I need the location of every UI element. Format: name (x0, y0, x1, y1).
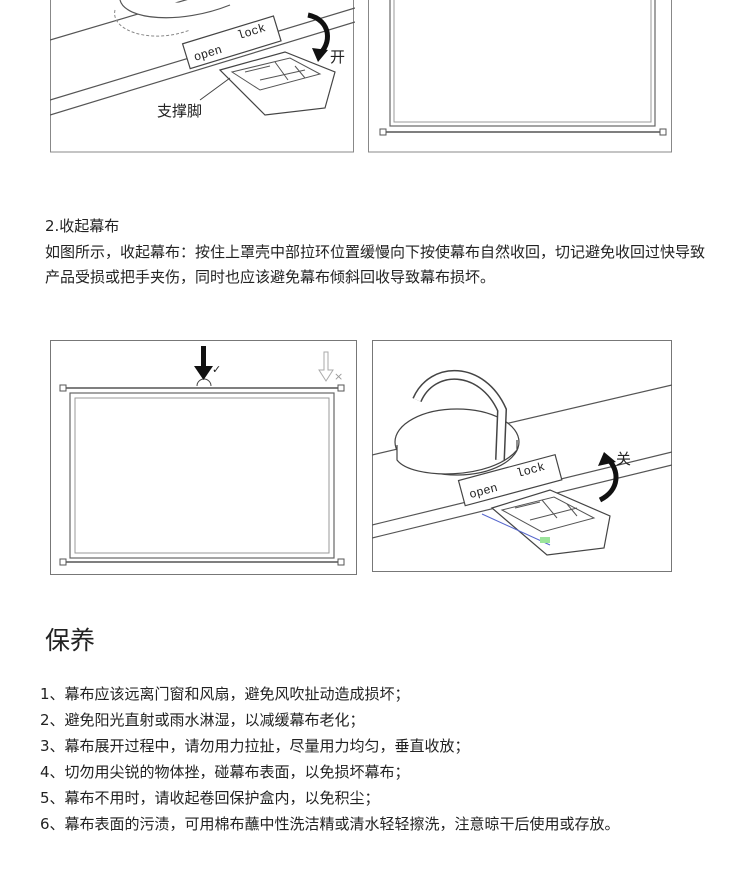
maintenance-list: 1、幕布应该远离门窗和风扇，避免风吹扯动造成损坏； 2、避免阳光直射或雨水淋湿，… (40, 681, 680, 837)
close-arrow-label: 关 (616, 450, 631, 468)
support-leg-label: 支撑脚 (157, 102, 203, 120)
list-item: 5、幕布不用时，请收起卷回保护盒内，以免积尘； (40, 789, 380, 807)
list-item: 6、幕布表面的污渍，可用棉布蘸中性洗洁精或清水轻轻擦洗，注意晾干后使用或存放。 (40, 815, 620, 833)
screen-extended-illustration (368, 0, 672, 153)
maintenance-title: 保养 (45, 626, 96, 655)
open-arrow-label: 开 (330, 48, 345, 66)
close-support-illustration: open lock 关 (372, 340, 672, 572)
section-paragraph: 如图所示，收起幕布：按住上罩壳中部拉环位置缓慢向下按使幕布自然收回，切记避免收回… (45, 243, 706, 286)
list-item: 3、幕布展开过程中，请勿用力拉扯，尽量用力均匀，垂直收放； (40, 737, 470, 755)
figure-screen-extended (368, 0, 673, 153)
list-item: 2、避免阳光直射或雨水淋湿，以减缓幕布老化； (40, 711, 365, 729)
figure-close-support-leg: open lock 关 (372, 340, 672, 572)
press-down-illustration: ✓ × (50, 340, 357, 575)
figure-press-down-center: ✓ × (50, 340, 357, 575)
check-mark: ✓ (212, 363, 221, 376)
list-item: 4、切勿用尖锐的物体挫，碰幕布表面，以免损坏幕布； (40, 763, 410, 781)
cross-mark: × (334, 370, 343, 383)
figure-open-support-leg: open lock 开 (50, 0, 355, 153)
list-item: 1、幕布应该远离门窗和风扇，避免风吹扯动造成损坏； (40, 685, 410, 703)
section-heading: 2.收起幕布 (45, 217, 120, 235)
open-support-illustration: open lock 开 (50, 0, 355, 153)
